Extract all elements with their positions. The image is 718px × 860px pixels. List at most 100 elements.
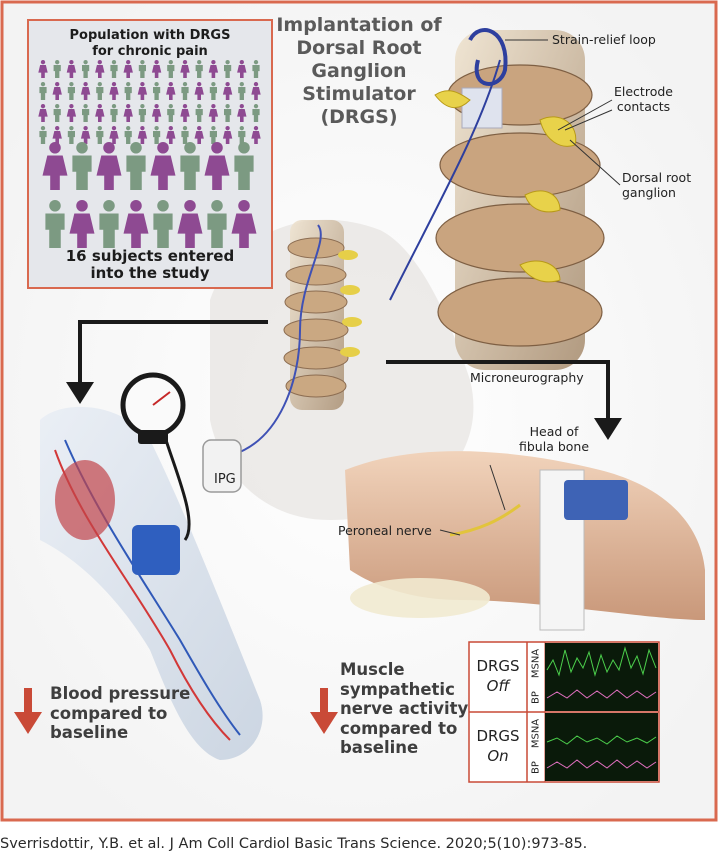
outcome-msna-line1: Muscle [340, 660, 405, 679]
female-person-icon [237, 104, 247, 122]
male-person-icon [96, 82, 104, 100]
male-person-icon [82, 104, 90, 122]
panel-off-bp-label: BP [530, 691, 542, 704]
small-spine [283, 220, 362, 410]
callout-electrode: Electrode contacts [614, 84, 673, 114]
female-person-icon [150, 142, 176, 190]
strain-relief-loop [468, 28, 508, 86]
callout-fibula-line2: fibula bone [519, 439, 590, 454]
large-spine [389, 28, 605, 370]
bp-cuff [132, 525, 180, 575]
figure-title: Implantation of Dorsal Root Ganglion Sti… [268, 14, 450, 129]
callout-strain-relief: Strain-relief loop [552, 32, 656, 47]
panel-off-label: DRGS Off [468, 656, 528, 696]
male-person-icon [181, 126, 189, 144]
female-person-icon [95, 104, 105, 122]
callout-ipg: IPG [214, 472, 236, 487]
lead-wire [231, 224, 322, 456]
citation: Sverrisdottir, Y.B. et al. J Am Coll Car… [0, 836, 588, 852]
male-person-icon [138, 60, 146, 78]
title-line5: (DRGS) [320, 106, 398, 128]
male-person-icon [153, 200, 173, 248]
female-person-icon [66, 60, 77, 78]
male-person-icon [224, 60, 232, 78]
male-person-icon [153, 126, 161, 144]
ipg-device [202, 439, 242, 493]
male-person-icon [167, 60, 175, 78]
male-person-icon [67, 82, 75, 100]
female-person-icon [177, 200, 203, 248]
outcome-bp: Blood pressure compared to baseline [50, 684, 190, 743]
callout-leaders [505, 39, 621, 186]
population-footer: 16 subjects entered into the study [30, 248, 270, 282]
female-person-icon [66, 104, 77, 122]
callout-drg-line1: Dorsal root [622, 170, 692, 185]
population-title: Population with DRGS for chronic pain [30, 28, 270, 60]
population-title-line1: Population with DRGS [69, 28, 231, 43]
female-person-icon [251, 126, 261, 144]
callout-electrode-line2: contacts [616, 99, 671, 114]
female-person-icon [222, 82, 233, 100]
female-person-icon [251, 82, 261, 100]
panel-on-drgs: DRGS [476, 727, 520, 745]
female-person-icon [166, 82, 176, 100]
male-person-icon [209, 126, 217, 144]
leg-illustration [345, 451, 705, 631]
male-person-icon [167, 104, 175, 122]
heart [55, 460, 115, 540]
panel-off-state: Off [486, 677, 510, 695]
male-person-icon [138, 104, 146, 122]
outcome-msna-line5: baseline [340, 738, 419, 757]
male-person-icon [238, 82, 246, 100]
male-person-icon [39, 82, 47, 100]
male-person-icon [124, 82, 132, 100]
callout-drg: Dorsal root ganglion [622, 170, 691, 200]
outcome-msna-line2: sympathetic [340, 679, 455, 699]
female-person-icon [231, 200, 257, 248]
down-arrows [14, 688, 338, 734]
female-person-icon [237, 60, 247, 78]
female-person-icon [109, 126, 119, 144]
female-person-icon [137, 82, 148, 100]
female-person-icon [109, 82, 119, 100]
male-person-icon [126, 142, 146, 190]
callout-fibula-line1: Head of [529, 424, 579, 439]
female-person-icon [180, 60, 190, 78]
male-person-icon [39, 126, 47, 144]
female-person-icon [80, 82, 91, 100]
flow-arrows [78, 320, 610, 420]
male-person-icon [153, 82, 161, 100]
population-title-line2: for chronic pain [92, 44, 208, 59]
female-person-icon [123, 200, 149, 248]
female-person-icon [95, 60, 105, 78]
amplifier-box [564, 480, 628, 520]
female-person-icon [123, 104, 133, 122]
female-person-icon [42, 142, 68, 190]
outcome-bp-line3: baseline [50, 723, 129, 742]
male-person-icon [110, 60, 118, 78]
callout-drg-line2: ganglion [622, 185, 676, 200]
arm-illustration [40, 406, 263, 760]
title-line3: Ganglion [311, 60, 407, 82]
callout-peroneal: Peroneal nerve [338, 523, 432, 538]
male-person-icon [180, 142, 200, 190]
panel-off-msna-label: MSNA [530, 648, 542, 679]
male-person-icon [224, 104, 232, 122]
peroneal-nerve [449, 503, 521, 537]
outcome-msna-line4: compared to [340, 718, 458, 738]
male-person-icon [99, 200, 119, 248]
female-person-icon [96, 142, 122, 190]
arrow-head-left [66, 382, 94, 404]
title-line2: Dorsal Root [296, 37, 422, 59]
recording-panel [468, 641, 660, 783]
female-person-icon [194, 126, 204, 144]
outcome-msna: Muscle sympathetic nerve activity compar… [340, 660, 468, 758]
female-person-icon [208, 104, 219, 122]
female-person-icon [52, 82, 62, 100]
anchor-cuff [461, 87, 503, 129]
male-person-icon [53, 60, 61, 78]
male-person-icon [53, 104, 61, 122]
population-footer-line1: 16 subjects entered [65, 247, 235, 265]
